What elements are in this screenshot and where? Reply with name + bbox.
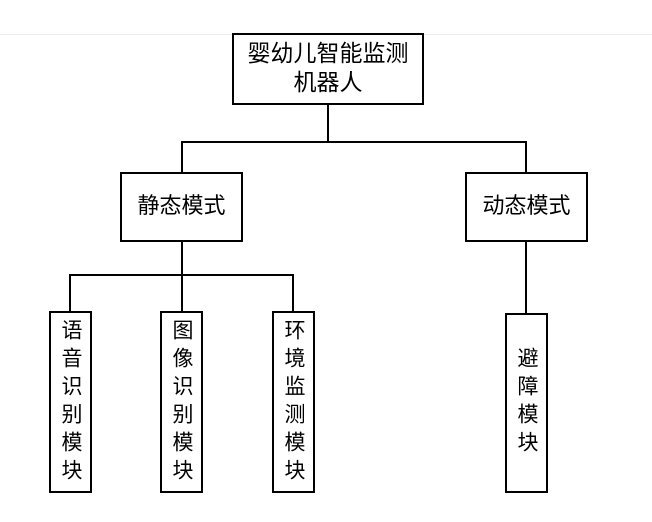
connector-bus-to-environment (292, 274, 294, 312)
node-voice-recognition-module[interactable]: 语音识别模块 (49, 311, 92, 493)
node-static-mode[interactable]: 静态模式 (120, 172, 243, 242)
node-root[interactable]: 婴幼儿智能监测 机器人 (232, 33, 424, 105)
node-dynamic-mode[interactable]: 动态模式 (465, 172, 588, 242)
node-root-label-line2: 机器人 (293, 70, 363, 96)
connector-static-stem (181, 242, 183, 275)
connector-bus-to-voice (69, 274, 71, 312)
node-dynamic-mode-label: 动态模式 (482, 193, 571, 219)
node-obstacle-avoidance-module[interactable]: 避障模块 (505, 313, 548, 493)
node-obstacle-avoidance-module-label: 避障模块 (515, 347, 539, 459)
node-environment-monitoring-module[interactable]: 环境监测模块 (272, 311, 315, 493)
connector-level1-bus (181, 141, 527, 143)
node-static-mode-label: 静态模式 (137, 193, 226, 219)
connector-bus-to-static (181, 141, 183, 174)
node-root-label: 婴幼儿智能监测 机器人 (248, 40, 409, 99)
node-image-recognition-module[interactable]: 图像识别模块 (160, 311, 203, 493)
connector-bus-to-image (181, 274, 183, 312)
connector-bus-to-dynamic (525, 141, 527, 174)
node-image-recognition-module-label: 图像识别模块 (170, 319, 194, 487)
node-environment-monitoring-module-label: 环境监测模块 (282, 319, 306, 487)
connector-root-stem (327, 105, 329, 143)
node-root-label-line1: 婴幼儿智能监测 (247, 40, 409, 67)
node-voice-recognition-module-label: 语音识别模块 (59, 319, 83, 487)
connector-dynamic-to-obstacle (525, 242, 527, 314)
